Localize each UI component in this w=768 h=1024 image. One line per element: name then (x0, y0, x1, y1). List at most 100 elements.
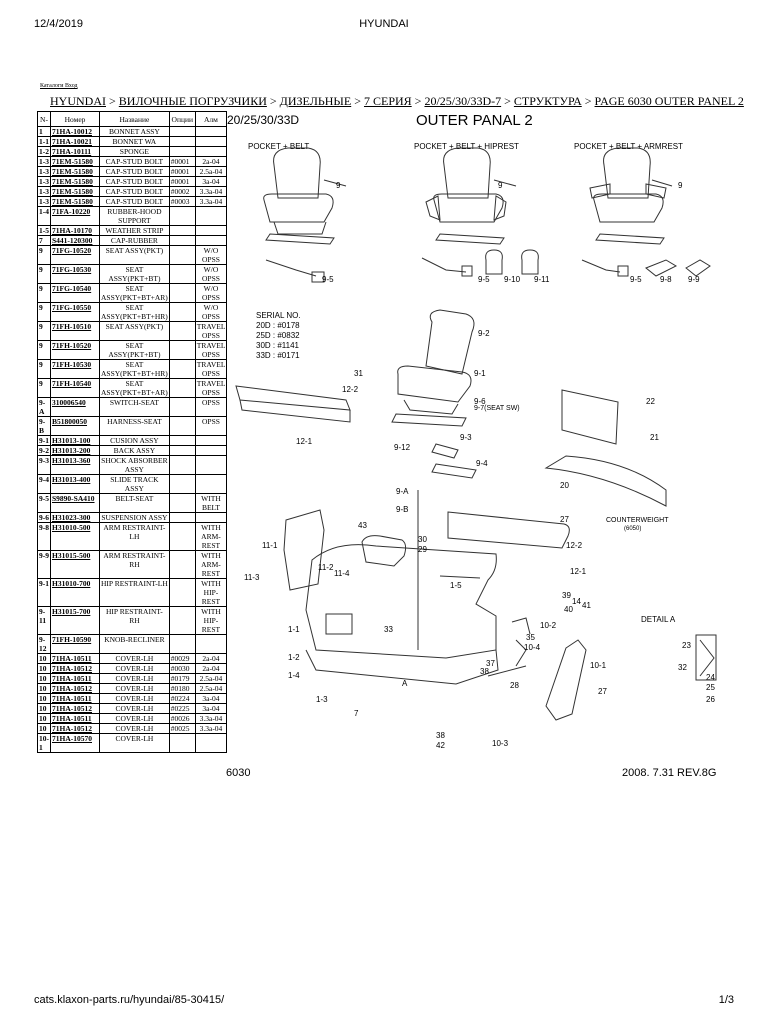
cell-part-number[interactable]: 71FG-10530 (50, 264, 100, 284)
breadcrumb-link[interactable]: 7 СЕРИЯ (363, 94, 412, 108)
callout-label: 9 (498, 181, 503, 190)
cell-part-number[interactable]: 71HA-10021 (50, 136, 100, 147)
cell-part-number[interactable]: 71FG-10540 (50, 283, 100, 303)
cell-part-name: CAP-STUD BOLT (99, 166, 170, 177)
cell-item-no: 10 (37, 653, 51, 664)
cell-part-number[interactable]: 71HA-10511 (50, 653, 100, 664)
cell-option (168, 283, 196, 303)
callout-label: 11-2 (318, 563, 334, 572)
callout-label: 12-2 (342, 385, 359, 394)
diagram-title: OUTER PANAL 2 (416, 112, 533, 129)
cell-part-number[interactable]: 71FH-10590 (50, 634, 100, 654)
cell-part-number[interactable]: H31023-300 (50, 512, 100, 523)
cell-option (168, 606, 196, 635)
cell-applicability: 3a-04 (194, 176, 228, 187)
cell-option (168, 225, 196, 236)
callout-label: 21 (650, 433, 659, 442)
cell-part-number[interactable]: S9890-SA410 (50, 493, 100, 513)
footer-url: cats.klaxon-parts.ru/hyundai/85-30415/ (34, 994, 225, 1006)
cell-applicability (194, 445, 228, 456)
callout-label: 9-3 (460, 433, 472, 442)
cell-part-number[interactable]: H31015-500 (50, 550, 100, 579)
cell-part-number[interactable]: H31010-500 (50, 522, 100, 551)
cell-part-number[interactable]: 71EM-51580 (50, 156, 100, 167)
callout-label: 27 (598, 687, 607, 696)
cell-part-number[interactable]: 71HA-10170 (50, 225, 100, 236)
cell-part-name: BONNET ASSY (99, 126, 170, 137)
cell-applicability: W/O OPSS (194, 264, 228, 284)
cell-part-number[interactable]: 71EM-51580 (50, 186, 100, 197)
cell-part-name: CAP-STUD BOLT (99, 196, 170, 207)
breadcrumb-link[interactable]: 20/25/30/33D-7 (424, 94, 502, 108)
cell-part-name: SEAT ASSY(PKT+BT+AR) (99, 378, 170, 398)
callout-label: 43 (358, 521, 367, 530)
cell-part-number[interactable]: 71HA-10512 (50, 663, 100, 674)
cell-part-number[interactable]: 71FG-10550 (50, 302, 100, 322)
cell-part-number[interactable]: 71HA-10012 (50, 126, 100, 137)
cell-item-no: 9-A (37, 397, 51, 417)
cell-part-number[interactable]: H31013-400 (50, 474, 100, 494)
breadcrumb-link[interactable]: СТРУКТУРА (513, 94, 582, 108)
variant-seat-1 (263, 147, 347, 245)
footer-page: 1/3 (718, 994, 734, 1006)
cell-part-number[interactable]: 71FH-10510 (50, 321, 100, 341)
cell-part-number[interactable]: H31013-360 (50, 455, 100, 475)
cell-part-number[interactable]: 71FA-10220 (50, 206, 100, 226)
cell-part-number[interactable]: 71HA-10512 (50, 703, 100, 714)
cell-part-number[interactable]: 71EM-51580 (50, 196, 100, 207)
cell-option: #0025 (168, 723, 196, 734)
breadcrumb-link[interactable]: ДИЗЕЛЬНЫЕ (279, 94, 352, 108)
cell-part-number[interactable]: 310006540 (50, 397, 100, 417)
callout-label: 24 (706, 673, 715, 682)
cell-part-number[interactable]: H31010-700 (50, 578, 100, 607)
variant-label-2: POCKET + BELT + HIPREST (414, 142, 519, 151)
cell-applicability: 3a-04 (194, 693, 228, 704)
catalog-login-link[interactable]: Каталоги Вход (40, 83, 78, 89)
cell-part-number[interactable]: S441-120300 (50, 235, 100, 246)
callout-label: 9-5 (322, 275, 334, 284)
cell-part-name: SEAT ASSY(PKT) (99, 321, 170, 341)
callout-label: 38 (480, 667, 489, 676)
cell-part-number[interactable]: H31015-700 (50, 606, 100, 635)
breadcrumb-link[interactable]: ВИЛОЧНЫЕ ПОГРУЗЧИКИ (118, 94, 267, 108)
cell-part-number[interactable]: 71HA-10511 (50, 693, 100, 704)
callout-label: 9-11 (534, 275, 550, 284)
cell-item-no: 9 (37, 264, 51, 284)
cell-part-number[interactable]: 71FH-10520 (50, 340, 100, 360)
cell-applicability (194, 126, 228, 137)
breadcrumb-link[interactable]: PAGE 6030 OUTER PANEL 2 (594, 94, 744, 108)
cell-part-number[interactable]: 71HA-10512 (50, 723, 100, 734)
cell-item-no: 10 (37, 693, 51, 704)
cell-part-number[interactable]: 71FH-10540 (50, 378, 100, 398)
cell-part-number[interactable]: B51800050 (50, 416, 100, 436)
breadcrumb-link[interactable]: HYUNDAI (50, 94, 106, 108)
callout-label: 25 (706, 683, 715, 692)
cell-part-name: WEATHER STRIP (99, 225, 170, 236)
cell-option (168, 634, 196, 654)
cell-part-number[interactable]: 71HA-10511 (50, 673, 100, 684)
cell-part-number[interactable]: H31013-200 (50, 445, 100, 456)
cell-part-name: SEAT ASSY(PKT+BT+HR) (99, 302, 170, 322)
cell-part-number[interactable]: 71EM-51580 (50, 176, 100, 187)
callout-label: 10-1 (590, 661, 607, 670)
cell-part-number[interactable]: H31013-100 (50, 435, 100, 446)
cell-part-number[interactable]: 71FH-10530 (50, 359, 100, 379)
col-header-no: N- (37, 111, 51, 127)
cell-part-number[interactable]: 71HA-10512 (50, 683, 100, 694)
cell-item-no: 9 (37, 359, 51, 379)
callout-label: 12-2 (566, 541, 583, 550)
cell-part-number[interactable]: 71HA-10570 (50, 733, 100, 753)
cell-part-number[interactable]: 71HA-10511 (50, 713, 100, 724)
cell-part-number[interactable]: 71EM-51580 (50, 166, 100, 177)
cell-part-number[interactable]: 71FG-10520 (50, 245, 100, 265)
cell-part-number[interactable]: 71HA-10111 (50, 146, 100, 157)
